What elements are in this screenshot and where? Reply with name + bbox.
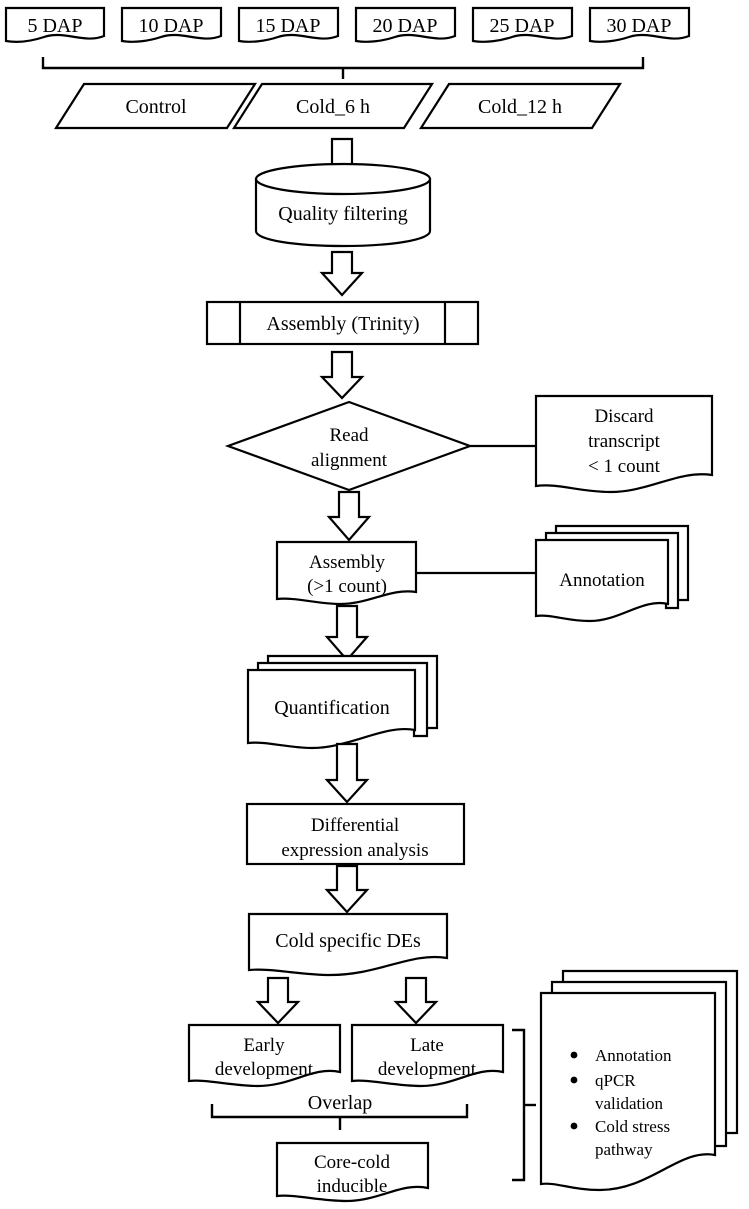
late-development-label-line2: development: [378, 1059, 477, 1080]
assembly-trinity-label: Assembly (Trinity): [266, 313, 419, 335]
downstream-bullet-qpcr: qPCR validation: [570, 1071, 663, 1113]
early-development-label-line1: Early: [243, 1035, 285, 1056]
downstream-bullet-label-1a: qPCR: [595, 1071, 636, 1090]
cold-specific-des-label: Cold specific DEs: [275, 930, 421, 952]
late-development-node[interactable]: Late development: [350, 1023, 505, 1088]
quality-filtering-label: Quality filtering: [278, 203, 407, 225]
discard-transcript-node[interactable]: Discard transcript < 1 count: [534, 394, 714, 494]
treatment-box-cold12h[interactable]: Cold_12 h: [418, 82, 623, 130]
treatment-row: Control Cold_6 h Cold_12 h: [53, 82, 623, 130]
timepoint-box-dap10[interactable]: 10 DAP: [120, 6, 223, 43]
bullet-dot-icon: [570, 1076, 578, 1084]
timepoint-label-dap20: 20 DAP: [372, 15, 437, 37]
downstream-brace: [512, 1028, 536, 1182]
early-development-node[interactable]: Early development: [187, 1023, 342, 1088]
early-development-label-line2: development: [215, 1059, 314, 1080]
arrow-assembly-to-alignment: [319, 350, 365, 400]
assembly-count-node[interactable]: Assembly (>1 count): [275, 540, 418, 606]
core-cold-label-line2: inducible: [317, 1176, 388, 1197]
downstream-bullet-annotation: Annotation: [570, 1046, 672, 1065]
quantification-node[interactable]: Quantification: [246, 654, 439, 750]
treatment-box-cold6h[interactable]: Cold_6 h: [231, 82, 435, 130]
arrow-cold-specific-to-late: [393, 976, 439, 1025]
arrow-quantification-to-differential: [324, 742, 370, 804]
discard-label-line3: < 1 count: [588, 456, 661, 477]
timepoint-label-dap30: 30 DAP: [606, 15, 671, 37]
treatment-label-cold12h: Cold_12 h: [478, 96, 562, 118]
core-cold-inducible-node[interactable]: Core-cold inducible: [275, 1141, 430, 1203]
downstream-analyses-node[interactable]: Annotation qPCR validation Cold stress p…: [539, 969, 739, 1192]
treatment-label-control: Control: [125, 96, 187, 118]
arrow-assembly-to-quantification: [324, 604, 370, 662]
timepoint-brace: [41, 57, 645, 79]
timepoint-label-dap5: 5 DAP: [27, 15, 82, 37]
timepoint-label-dap15: 15 DAP: [255, 15, 320, 37]
timepoint-box-dap20[interactable]: 20 DAP: [354, 6, 457, 43]
annotation-node[interactable]: Annotation: [534, 524, 690, 623]
timepoint-box-dap30[interactable]: 30 DAP: [588, 6, 691, 43]
read-alignment-label-line2: alignment: [311, 450, 388, 471]
timepoint-box-dap15[interactable]: 15 DAP: [237, 6, 340, 43]
downstream-bullet-label-2a: Cold stress: [595, 1117, 670, 1136]
arrow-cold-specific-to-early: [255, 976, 301, 1025]
assembly-count-label-line2: (>1 count): [307, 576, 387, 597]
bullet-dot-icon: [570, 1122, 578, 1130]
downstream-bullet-coldstress: Cold stress pathway: [570, 1117, 670, 1159]
arrow-alignment-to-assembly-count: [326, 490, 372, 542]
differential-expression-node[interactable]: Differential expression analysis: [245, 802, 466, 866]
late-development-label-line1: Late: [410, 1035, 444, 1056]
differential-label-line2: expression analysis: [281, 840, 428, 861]
cold-specific-des-node[interactable]: Cold specific DEs: [247, 912, 449, 977]
arrow-filtering-to-assembly: [319, 250, 365, 297]
treatment-label-cold6h: Cold_6 h: [296, 96, 370, 118]
discard-label-line2: transcript: [588, 431, 660, 452]
quality-filtering-node[interactable]: Quality filtering: [254, 162, 432, 248]
discard-label-line1: Discard: [594, 406, 654, 427]
downstream-bullet-label-2b: pathway: [595, 1140, 653, 1159]
timepoint-box-dap25[interactable]: 25 DAP: [471, 6, 574, 43]
read-alignment-node[interactable]: Read alignment: [224, 400, 474, 492]
timepoint-label-dap25: 25 DAP: [489, 15, 554, 37]
timepoint-row: 5 DAP 10 DAP 15 DAP 20 DAP 25 DAP 30 DAP: [4, 6, 691, 43]
assembly-trinity-node[interactable]: Assembly (Trinity): [205, 300, 480, 346]
timepoint-label-dap10: 10 DAP: [138, 15, 203, 37]
overlap-brace: Overlap: [210, 1092, 469, 1130]
overlap-label: Overlap: [308, 1092, 372, 1114]
timepoint-box-dap5[interactable]: 5 DAP: [4, 6, 106, 43]
differential-label-line1: Differential: [311, 815, 399, 836]
bullet-dot-icon: [570, 1051, 578, 1059]
downstream-bullet-label-0: Annotation: [595, 1046, 672, 1065]
quantification-label: Quantification: [274, 697, 390, 719]
downstream-bullet-label-1b: validation: [595, 1094, 663, 1113]
core-cold-label-line1: Core-cold: [314, 1152, 390, 1173]
assembly-count-label-line1: Assembly: [309, 552, 386, 573]
treatment-box-control[interactable]: Control: [53, 82, 258, 130]
arrow-differential-to-cold-specific: [324, 864, 370, 914]
read-alignment-label-line1: Read: [329, 425, 369, 446]
annotation-label: Annotation: [559, 570, 645, 591]
